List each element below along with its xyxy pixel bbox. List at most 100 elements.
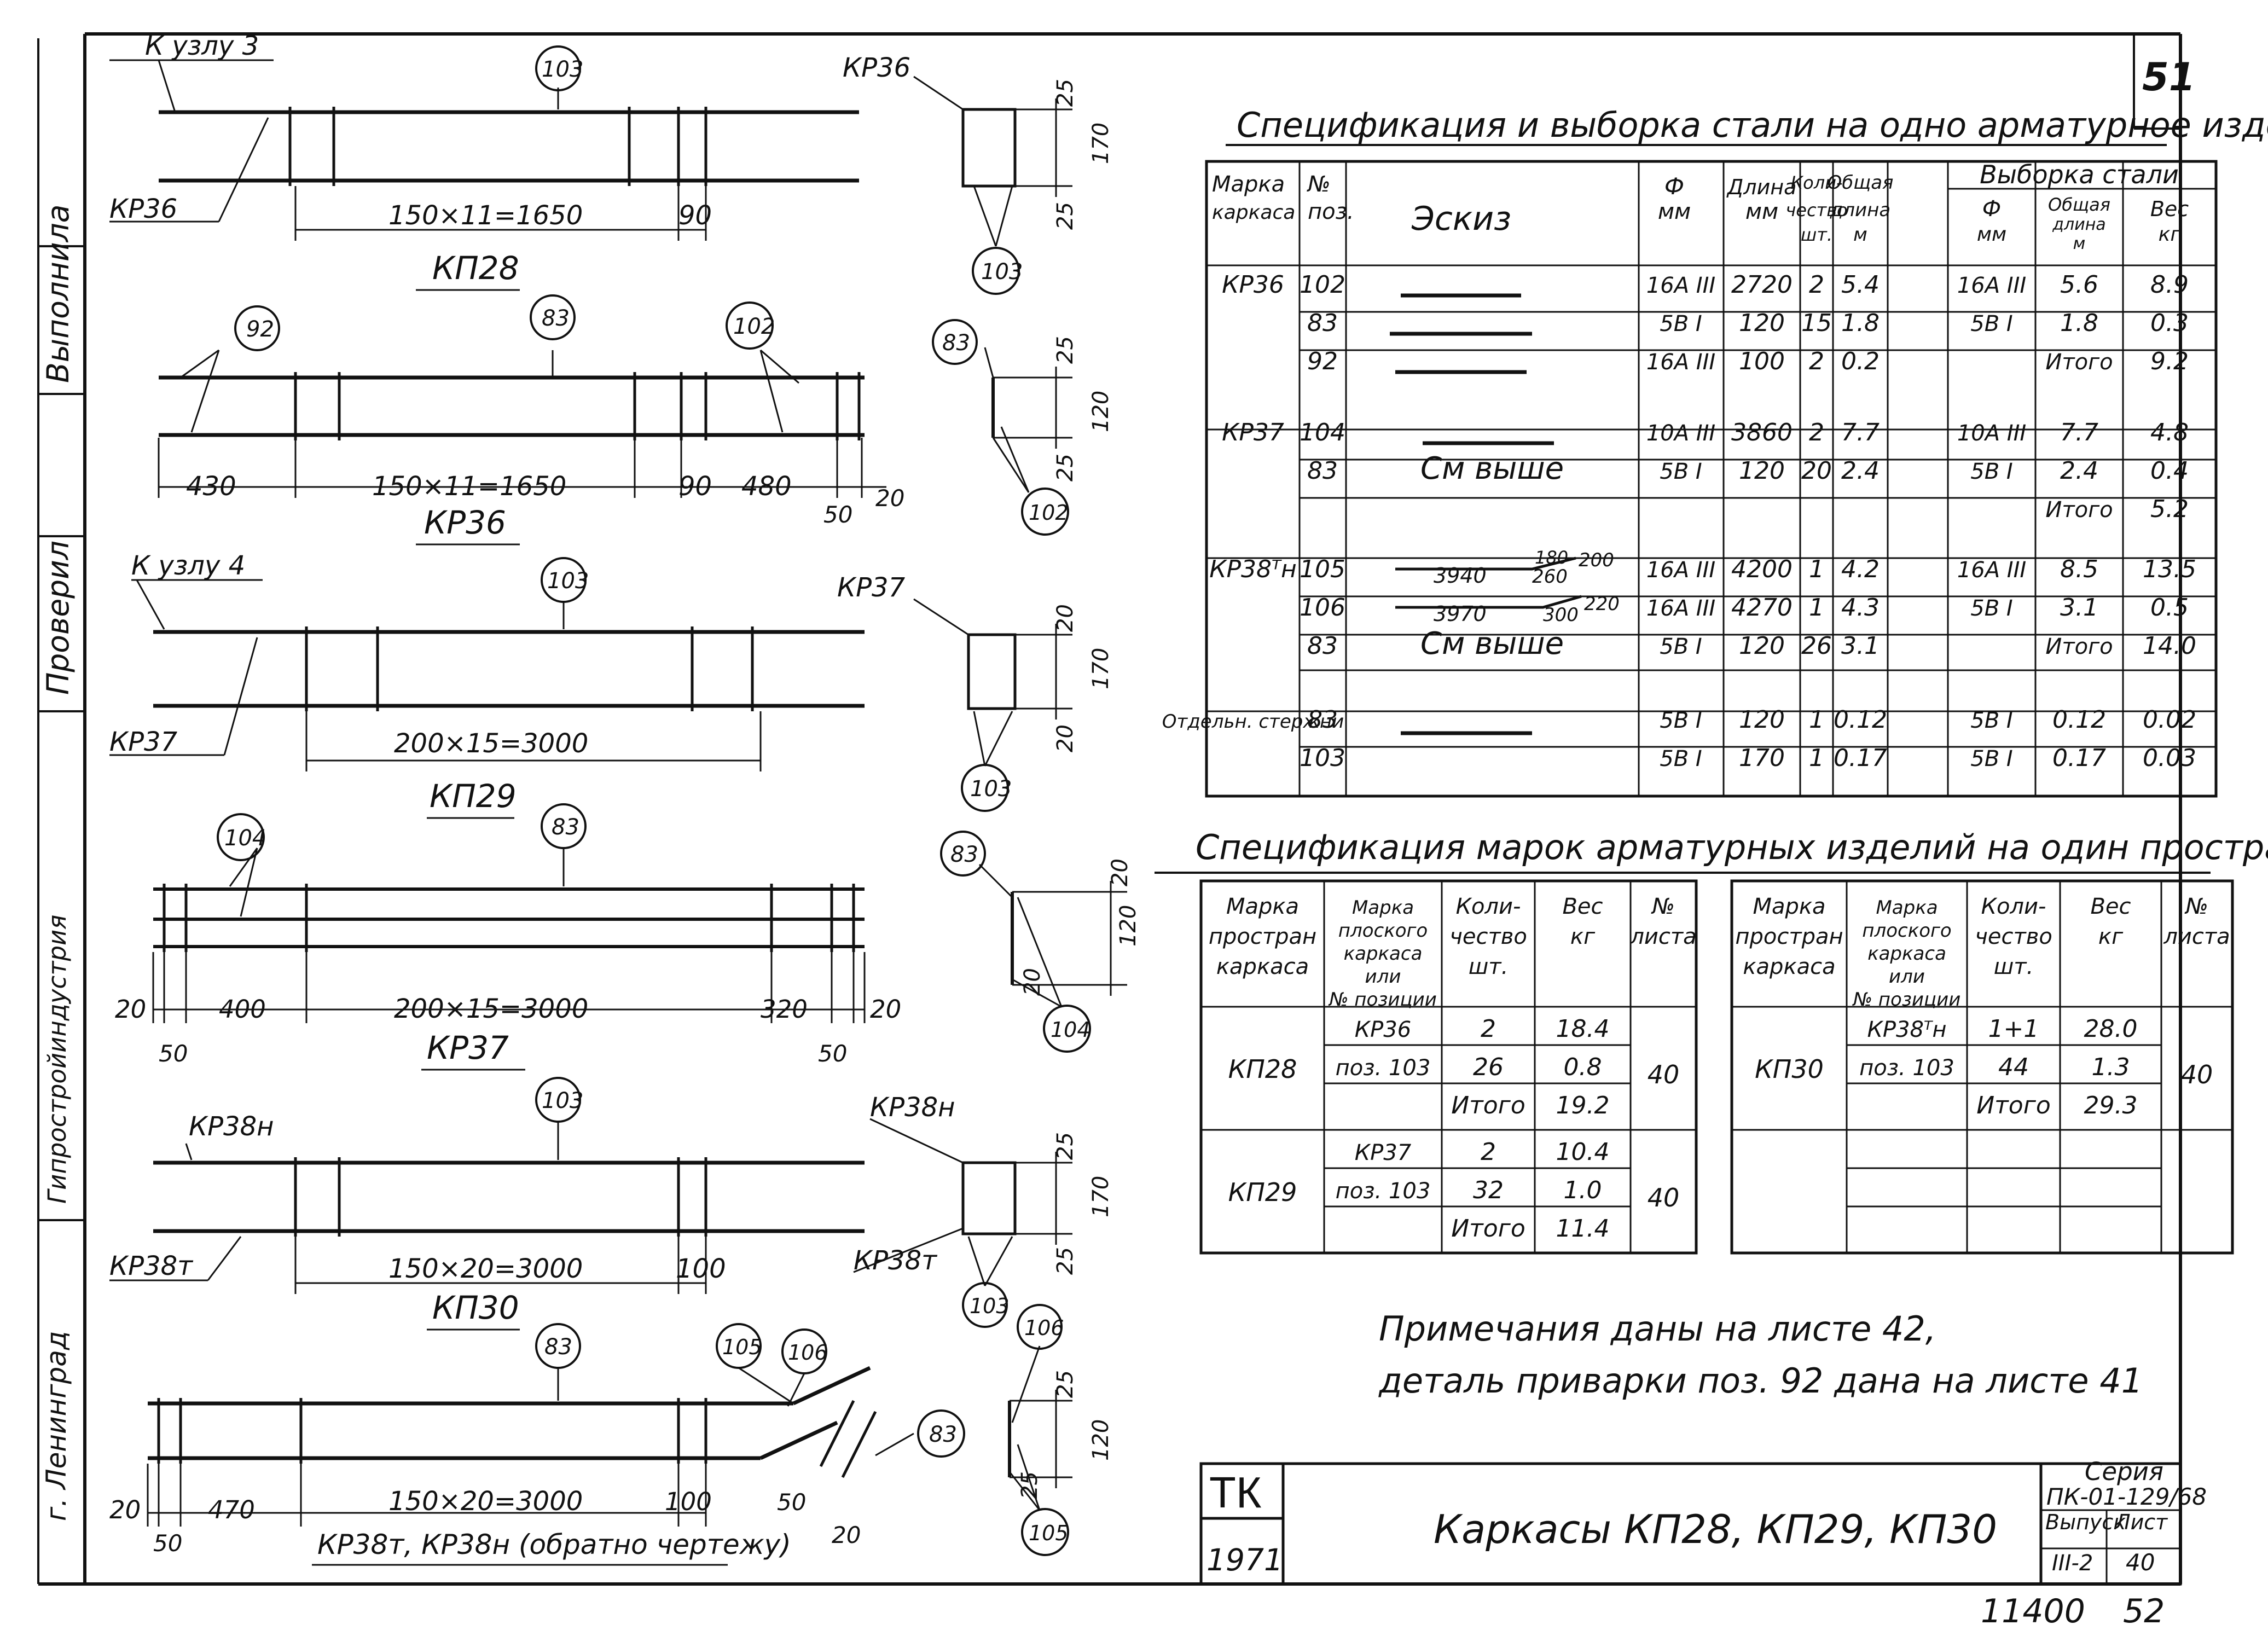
s2r-h2-1: чество [1975,924,2052,949]
spec1-row10-len: 170 [1739,744,1785,772]
spec1-row6-sw: 13.5 [2143,555,2196,583]
s2l-g1-r1-flat: поз. 103 [1336,1179,1431,1204]
s2l-h0-2: каркаса [1216,954,1309,979]
tb-org: ТК [1209,1468,1262,1517]
note-2: деталь приварки поз. 92 дана на листе 41 [1378,1361,2143,1401]
dwg2-title: КР36 [424,504,506,541]
spec1-row3-dia: 10А III [1646,421,1715,446]
spec1-row4-pos: 83 [1307,457,1338,485]
dwg4-dim-6: 50 [159,1040,188,1067]
spec1-row4-sw: 0.4 [2150,457,2189,485]
spec1-row2-sl: Итого [2045,350,2113,375]
spec1-row3-tl: 7.7 [1841,419,1880,446]
spec1-row8-sl: Итого [2045,634,2113,659]
dwg5-title: КП30 [432,1289,519,1326]
spec1-sk-105a: 3940 [1434,564,1487,588]
dwg4-callout-1: 104 [224,826,266,851]
dwg2-callout-2: 83 [542,306,570,331]
tb-series-label: Серия [2085,1457,2163,1486]
dwg2-dim-3: 90 [678,471,712,502]
spec1-sk-106b: 300 [1543,604,1579,626]
spec1-row6-pos: 105 [1300,555,1345,583]
dwg4-dim-1: 20 [115,995,146,1024]
spec1-row4-tl: 2.4 [1841,457,1880,485]
spec1-row0-pos: 102 [1300,271,1345,299]
sec4-dim-1: 20 [1107,858,1133,886]
spec-table-steel: Спецификация и выборка стали на одно арм… [1162,105,2268,798]
spec1-row7-qty: 1 [1809,594,1824,622]
s2l-g0-r0-wt: 18.4 [1556,1015,1610,1043]
spec1-row1-qty: 15 [1801,309,1832,337]
spec1-row4-sl: 2.4 [2060,457,2098,485]
spec1-row1-tl: 1.8 [1841,309,1880,337]
s2r-g0-r0-qty: 1+1 [1988,1015,2039,1043]
sec4-callout-1: 83 [950,842,978,867]
dwg3-dim-1: 200×15=3000 [394,728,588,759]
sec1-dim-1: 25 [1053,79,1078,107]
s2l-g0-r1-flat: поз. 103 [1336,1055,1431,1081]
sec5-mark: КР38н [870,1092,955,1123]
drawing-kr36: 430 150×11=1650 90 480 50 20 КР36 92 83 … [158,294,904,546]
spec1-h-qty: Коли- [1790,172,1842,193]
section-3: КР37 20 170 20 103 [837,572,1113,812]
spec1-row1-sl: 1.8 [2060,309,2098,337]
dwg2-dim-4: 480 [741,471,792,502]
s2l-h0-0: Марка [1226,894,1299,919]
spec1-row0-dia: 16А III [1646,273,1715,298]
s2r-h1-2: каркаса [1867,943,1946,965]
sec3-dim-3: 20 [1053,724,1078,752]
s2r-h0-2: каркаса [1743,954,1835,979]
tb-issue-label: Выпуск [2045,1510,2126,1534]
tb-year: 1971 [1206,1542,1283,1577]
spec1-row10-sd: 5В I [1970,746,2012,771]
spec1-h-sketch: Эскиз [1411,200,1511,238]
sec6-dim-2: 120 [1088,1419,1113,1461]
s2l-h4-1: листа [1629,924,1696,949]
s2l-h1-1: плоского [1338,920,1428,942]
dwg5-dim-1: 150×20=3000 [388,1254,583,1284]
sec6-dim-3: 25 [1017,1471,1042,1499]
sec4-dim-3: 20 [1020,968,1045,996]
s2r-h1-1: плоского [1862,920,1951,942]
sec5-dim-3: 25 [1053,1247,1078,1275]
spec1-h-pos2: поз. [1308,199,1354,224]
spec1-row9-mark: Отдельн. стержни [1162,711,1344,733]
drawing-kr37: 20 400 200×15=3000 320 20 50 50 КР37 104… [115,803,901,1071]
section-5: КР38н КР38т 25 170 25 103 [853,1092,1113,1328]
s2l-h2-1: чество [1449,924,1527,949]
s2l-g1-r1-qty: 32 [1473,1176,1504,1204]
spec1-h-tl: Общая [1827,172,1893,194]
dwg4-dim-4: 320 [761,995,808,1024]
s2l-g1-r2-wt: 11.4 [1556,1215,1610,1243]
dwg6-callout-3: 106 [788,1341,828,1365]
spec1-row2-tl: 0.2 [1841,347,1880,375]
spec1-row2-sw: 9.2 [2150,347,2189,375]
s2l-g0-r1-wt: 0.8 [1564,1053,1602,1081]
spec1-row3-len: 3860 [1731,419,1793,446]
tb-sheet-label: Лист [2114,1510,2168,1534]
spec1-h-slen2: длина [2052,215,2105,234]
s2l-g1-r0-qty: 2 [1481,1138,1496,1166]
section-4: 20 120 20 83 104 [940,831,1141,1053]
spec1-row9-qty: 1 [1809,706,1824,734]
tb-series: ПК-01-129/68 [2046,1483,2207,1510]
s2r-h1-3: или [1889,966,1925,988]
sec5-dim-1: 25 [1053,1132,1078,1160]
s2l-g1-space: КП29 [1228,1177,1297,1207]
drawing-kp28: К узлу 3 КР36 150×11=1650 90 КП28 103 [109,31,859,291]
sec1-callout: 103 [981,259,1023,285]
dwg4-dim-7: 50 [818,1040,847,1067]
spec1-h-sdia: Ф [1982,196,2001,222]
spec1-h-sdia2: мм [1977,223,2006,246]
note-1: Примечания даны на листе 42, [1379,1309,1936,1349]
s2r-h0-1: простран [1735,924,1843,949]
s2l-h4-0: № [1651,894,1675,919]
dwg6-dim-1: 20 [109,1495,141,1524]
dwg6-dim-6: 50 [777,1489,806,1516]
dwg2-dim-5: 50 [823,501,852,528]
spec1-row2-dia: 16А III [1646,350,1715,375]
dwg6-dim-5: 50 [153,1530,182,1557]
s2l-g0-r1-qty: 26 [1473,1053,1504,1081]
spec1-row7-pos: 106 [1300,594,1345,622]
spec1-h-mark2: каркаса [1212,201,1295,224]
